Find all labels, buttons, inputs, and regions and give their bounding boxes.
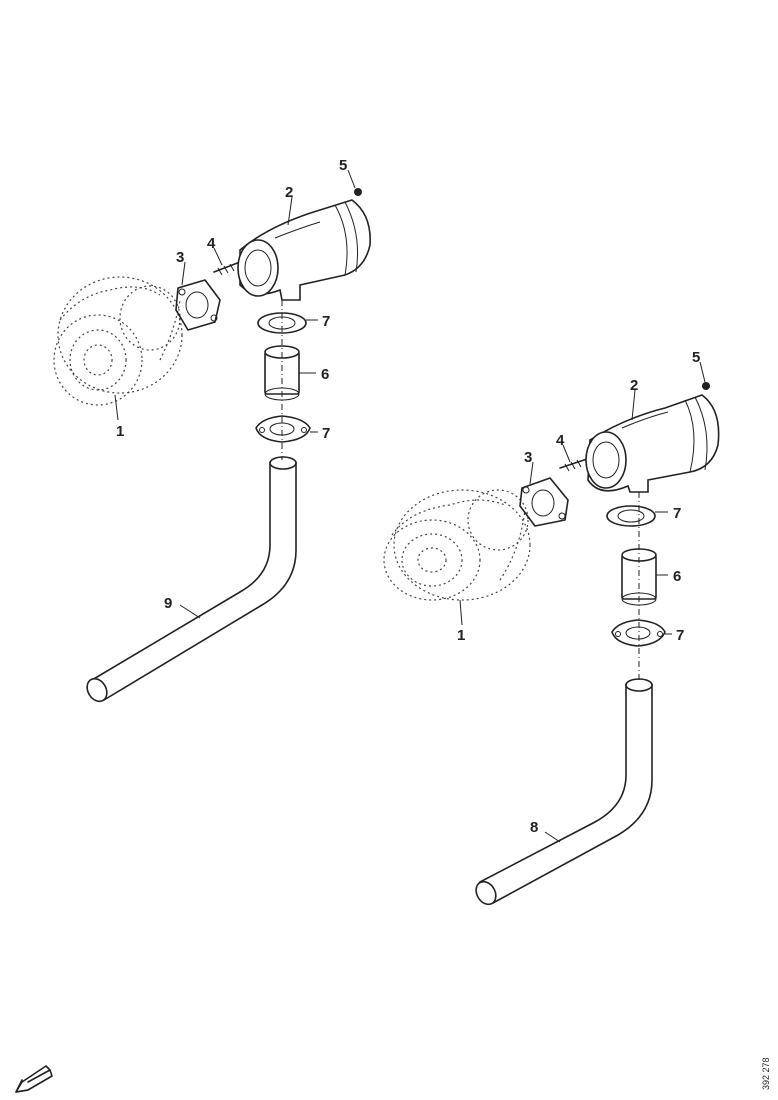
label-4-right: 4 bbox=[556, 432, 565, 449]
seal-ring-right-upper bbox=[606, 505, 668, 527]
assembly-right bbox=[383, 361, 720, 906]
label-6-right: 6 bbox=[673, 568, 681, 585]
label-1-right: 1 bbox=[457, 627, 465, 644]
sleeve-right bbox=[621, 548, 668, 606]
pipe-right bbox=[475, 678, 653, 906]
reference-number: 392 278 bbox=[761, 1057, 771, 1090]
sleeve-left bbox=[264, 345, 316, 401]
assembly-left bbox=[53, 169, 371, 703]
pipe-left bbox=[86, 456, 297, 703]
label-3-right: 3 bbox=[524, 449, 532, 466]
label-4-left: 4 bbox=[207, 235, 216, 252]
label-5-right: 5 bbox=[692, 349, 700, 366]
label-7-left-upper: 7 bbox=[322, 313, 330, 330]
label-6-left: 6 bbox=[321, 366, 329, 383]
label-5-left: 5 bbox=[339, 157, 347, 174]
seal-ring-right-lower bbox=[611, 619, 672, 647]
elbow-left bbox=[237, 196, 371, 301]
part-labels: 1 2 3 4 5 6 7 7 9 1 2 3 4 5 6 7 7 8 bbox=[116, 157, 700, 836]
label-9-left: 9 bbox=[164, 595, 172, 612]
label-2-right: 2 bbox=[630, 377, 638, 394]
clamp-left bbox=[347, 169, 362, 196]
arrow-down-left-icon bbox=[15, 1065, 53, 1093]
label-7-right-lower: 7 bbox=[676, 627, 684, 644]
seal-ring-left-upper bbox=[257, 312, 318, 334]
turbocharger-left bbox=[53, 276, 183, 421]
label-7-right-upper: 7 bbox=[673, 505, 681, 522]
label-7-left-lower: 7 bbox=[322, 425, 330, 442]
bolt-left bbox=[213, 247, 241, 276]
label-1-left: 1 bbox=[116, 423, 124, 440]
gasket-left bbox=[175, 261, 221, 331]
turbocharger-right bbox=[383, 489, 531, 626]
clamp-right bbox=[699, 361, 710, 390]
label-8-right: 8 bbox=[530, 819, 538, 836]
label-3-left: 3 bbox=[176, 249, 184, 266]
gasket-right bbox=[519, 461, 569, 527]
elbow-right bbox=[585, 389, 720, 493]
bolt-right bbox=[559, 444, 591, 472]
seal-ring-left-lower bbox=[255, 415, 318, 443]
label-2-left: 2 bbox=[285, 184, 293, 201]
